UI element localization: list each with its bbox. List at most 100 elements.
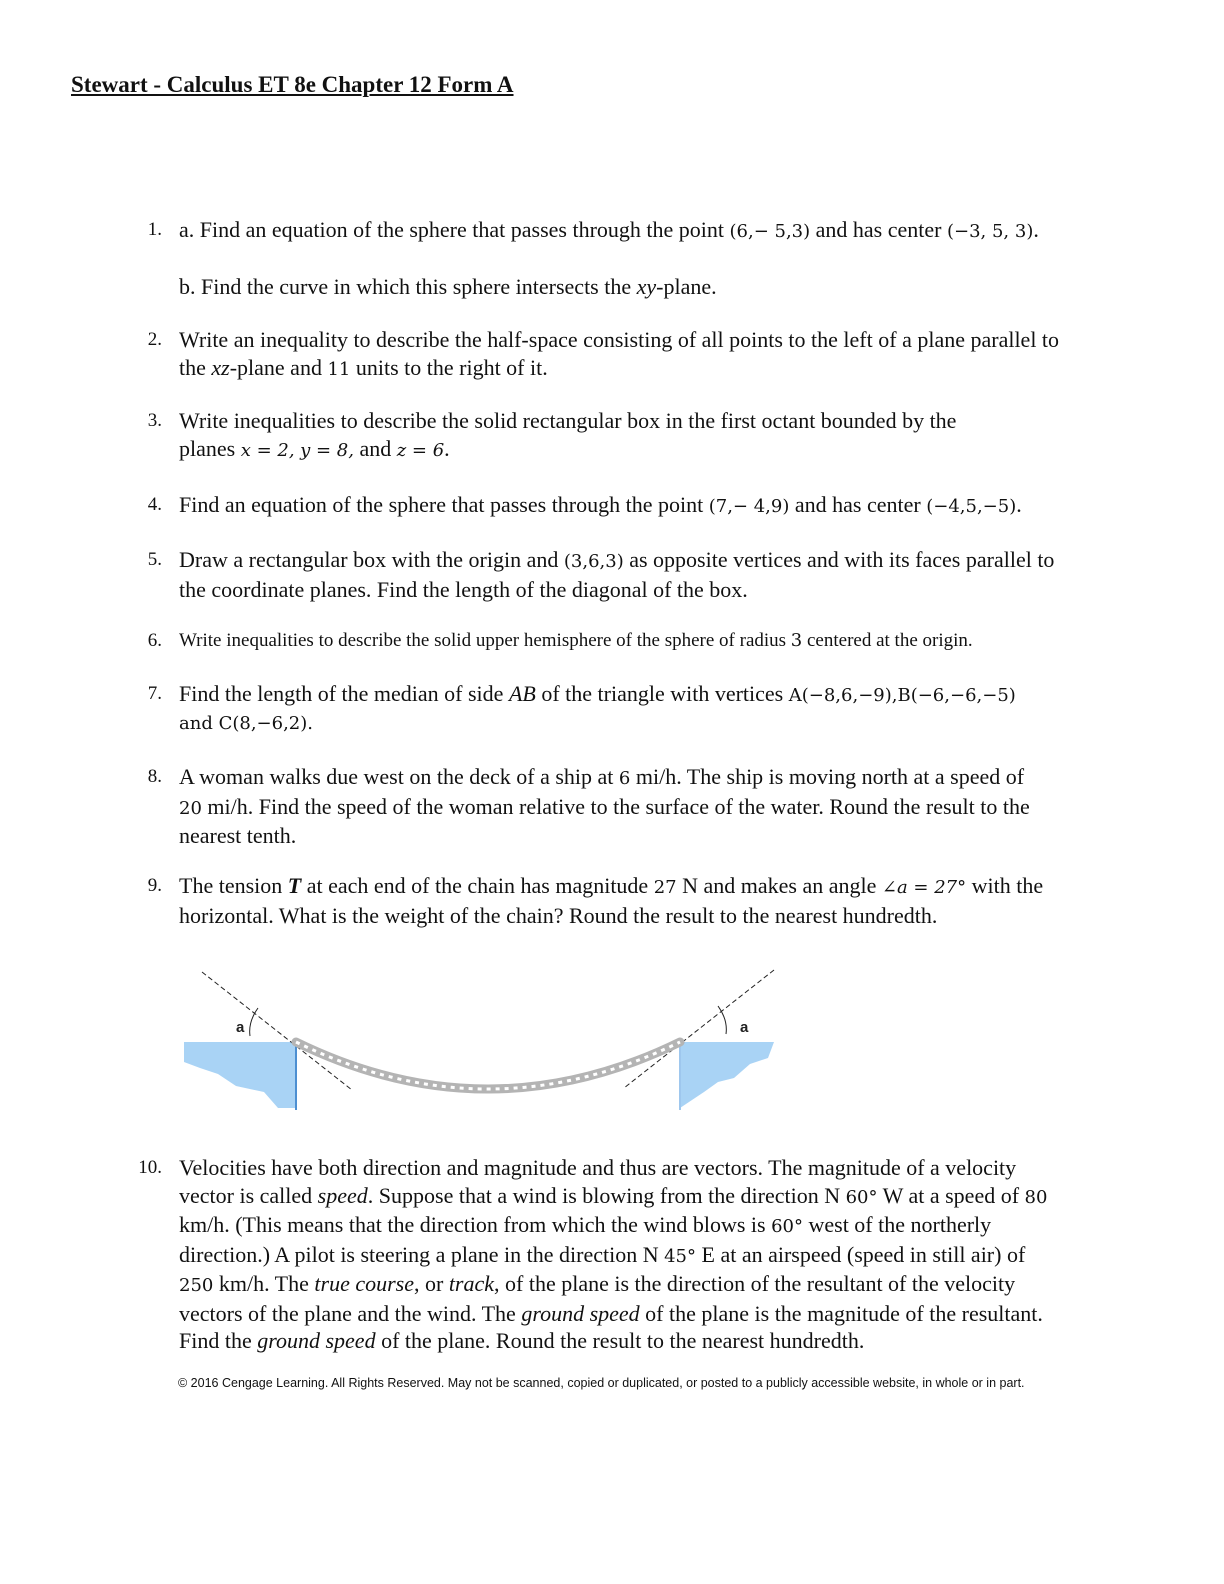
italic-text: xy <box>636 273 657 299</box>
italic-text: track <box>448 1271 495 1296</box>
text: Draw a rectangular box with the origin a… <box>179 547 559 572</box>
text: planes <box>179 435 236 461</box>
text: -plane and <box>229 354 322 380</box>
question-1: 1. a. Find an equation of the sphere tha… <box>134 216 1144 300</box>
left-shore <box>184 1042 296 1108</box>
question-number: 4. <box>147 494 162 515</box>
right-angle-arc <box>717 1005 727 1035</box>
math: (7,− 4,9) <box>708 496 790 517</box>
text: A woman walks due west on the deck of a … <box>179 764 614 789</box>
text: units to the right of it. <box>355 354 548 380</box>
text-line: Find an equation of the sphere that pass… <box>179 491 1144 521</box>
question-number: 5. <box>147 549 162 570</box>
text-line: Find the length of the median of side AB… <box>179 680 1144 710</box>
text: . <box>1033 217 1039 242</box>
text-line: planes x = 2, y = 8, and z = 6. <box>179 435 1144 465</box>
text: , or <box>413 1271 444 1296</box>
question-number: 10. <box>138 1157 162 1178</box>
text: . Suppose that a wind is blowing from th… <box>367 1182 841 1208</box>
italic-text: xz <box>211 354 230 380</box>
question-6: 6. Write inequalities to describe the so… <box>134 627 1144 655</box>
text: and has center <box>794 492 921 517</box>
text: vector is called <box>179 1182 313 1208</box>
question-8: 8. A woman walks due west on the deck of… <box>134 763 1144 850</box>
text: direction.) A pilot is steering a plane … <box>179 1241 659 1267</box>
text-line: Find the ground speed of the plane. Roun… <box>179 1327 1144 1355</box>
text-line: vectors of the plane and the wind. The g… <box>179 1300 1144 1328</box>
question-number: 7. <box>147 683 162 704</box>
text: Write inequalities to describe the solid… <box>179 630 787 651</box>
text-line: Write inequalities to describe the solid… <box>179 627 1144 655</box>
math: 11 <box>327 358 351 380</box>
question-4: 4. Find an equation of the sphere that p… <box>134 491 1144 521</box>
math: 45° <box>664 1245 697 1267</box>
text: of the plane is the magnitude of the res… <box>645 1300 1043 1326</box>
question-5: 5. Draw a rectangular box with the origi… <box>134 546 1144 603</box>
question-10: 10. Velocities have both direction and m… <box>134 1154 1144 1355</box>
text-line: A woman walks due west on the deck of a … <box>179 763 1144 793</box>
text: west of the northerly <box>808 1212 992 1237</box>
math: (−4,5,−5) <box>926 496 1017 517</box>
text: N and makes an angle <box>682 873 877 898</box>
text: of the triangle with vertices <box>541 681 784 706</box>
question-number: 2. <box>147 329 162 350</box>
text: Write an inequality to describe the half… <box>179 327 1060 352</box>
math: 250 <box>179 1275 214 1296</box>
italic-text: true course <box>314 1271 414 1296</box>
bold-italic-text: T <box>287 873 302 898</box>
math: 3 <box>790 630 803 651</box>
text: and <box>359 435 392 461</box>
text: Write inequalities to describe the solid… <box>179 408 957 433</box>
text: , of the plane is the direction of the r… <box>494 1271 1016 1296</box>
text-line: Draw a rectangular box with the origin a… <box>179 546 1144 576</box>
text-line: km/h. (This means that the direction fro… <box>179 1211 1144 1241</box>
text: Find the <box>179 1328 252 1353</box>
text: nearest tenth. <box>179 823 297 848</box>
right-angle-label: a <box>740 1019 749 1036</box>
text-line: The tension T at each end of the chain h… <box>179 872 1144 902</box>
text: and has center <box>815 217 942 242</box>
math: ∠a = 27° <box>881 877 967 898</box>
text: b. Find the curve in which this sphere i… <box>179 273 632 299</box>
text: Velocities have both direction and magni… <box>179 1155 1017 1180</box>
right-shore <box>680 1042 774 1108</box>
math: z = 6 <box>396 439 445 461</box>
text: at each end of the chain has magnitude <box>306 873 649 898</box>
text-line: the xz-plane and 11 units to the right o… <box>179 354 1144 384</box>
question-2: 2. Write an inequality to describe the h… <box>134 326 1144 383</box>
text: . <box>1016 492 1022 517</box>
text: Find an equation of the sphere that pass… <box>179 492 704 517</box>
text: -plane. <box>656 273 717 299</box>
math: 6 <box>618 768 631 789</box>
left-angle-label: a <box>236 1019 245 1036</box>
text-line: 250 km/h. The true course, or track, of … <box>179 1270 1144 1300</box>
question-number: 8. <box>147 766 162 787</box>
math: y = 8, <box>300 439 354 461</box>
question-1b: b. Find the curve in which this sphere i… <box>179 273 1144 301</box>
math: (−3, 5, 3) <box>946 221 1034 242</box>
page-title: Stewart - Calculus ET 8e Chapter 12 Form… <box>71 72 514 97</box>
italic-text: AB <box>508 681 536 706</box>
italic-text: speed <box>317 1182 368 1208</box>
text: The tension <box>179 873 283 898</box>
math: A(−8,6,−9),B(−6,−6,−5) <box>788 685 1016 706</box>
text: vectors of the plane and the wind. The <box>179 1300 516 1326</box>
italic-text: ground speed <box>521 1300 640 1326</box>
text: . <box>444 435 450 461</box>
text: the <box>179 354 206 380</box>
text: centered at the origin. <box>807 630 973 651</box>
text: the coordinate planes. Find the length o… <box>179 576 748 602</box>
question-number: 6. <box>147 630 162 651</box>
text: E at an airspeed (speed in still air) of <box>701 1241 1026 1267</box>
text: with the <box>971 873 1044 898</box>
text: a. Find an equation of the sphere that p… <box>179 217 724 242</box>
left-angle-arc <box>249 1007 259 1037</box>
text-line: direction.) A pilot is steering a plane … <box>179 1241 1144 1271</box>
text: as opposite vertices and with its faces … <box>629 547 1055 572</box>
text: mi/h. The ship is moving north at a spee… <box>635 764 1025 789</box>
question-7: 7. Find the length of the median of side… <box>134 680 1144 737</box>
copyright-notice: © 2016 Cengage Learning. All Rights Rese… <box>178 1376 1025 1390</box>
text: Find the length of the median of side <box>179 681 504 706</box>
math: 27 <box>653 877 677 898</box>
question-3: 3. Write inequalities to describe the so… <box>134 407 1144 464</box>
